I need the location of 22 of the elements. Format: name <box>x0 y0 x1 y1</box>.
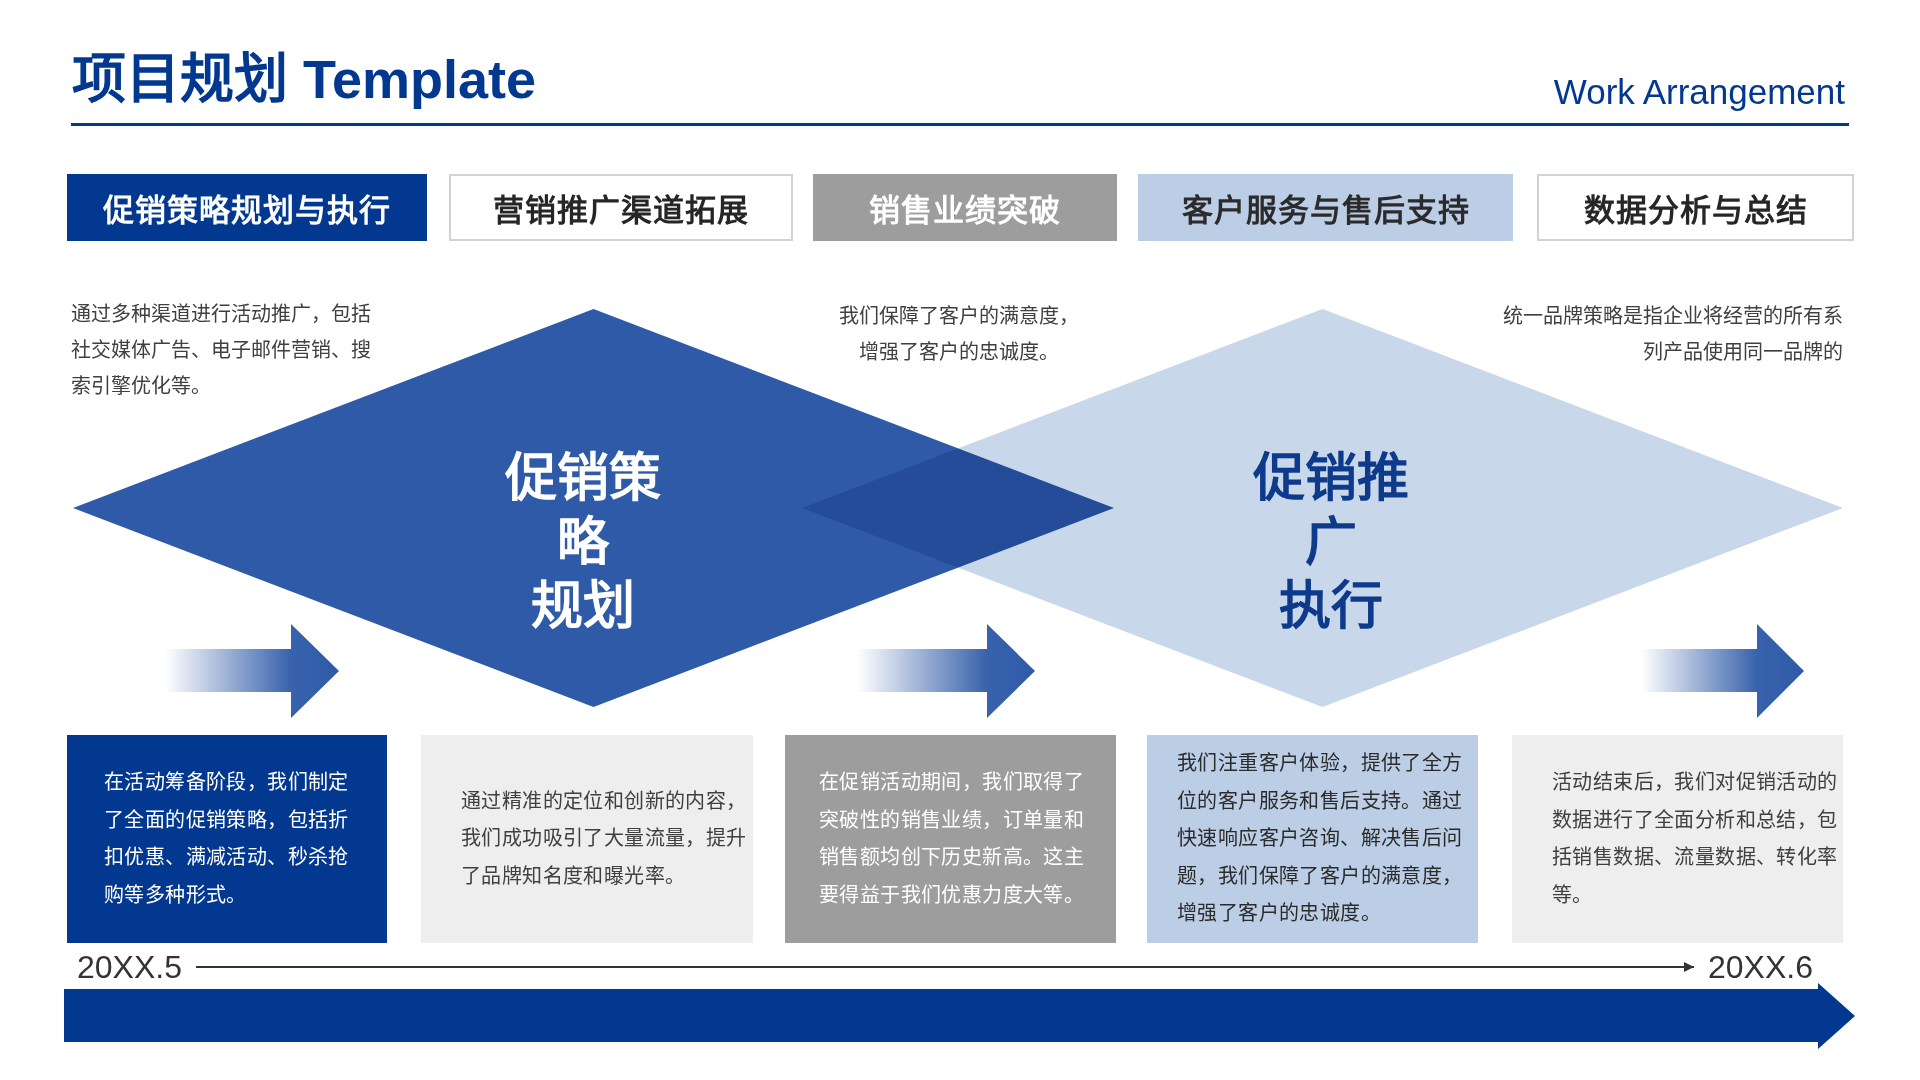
description-card: 我们注重客户体验，提供了全方位的客户服务和售后支持。通过快速响应客户咨询、解决售后问题，我们保障了客户的满意度，增强了客户的忠诚度。 <box>1147 735 1478 943</box>
stage-tab: 销售业绩突破 <box>813 174 1117 241</box>
page-title: 项目规划 Template <box>72 48 537 111</box>
description-card: 在促销活动期间，我们取得了突破性的销售业绩，订单量和销售额均创下历史新高。这主要得益于我们优惠力度大等。 <box>785 735 1116 943</box>
stage-tab: 客户服务与售后支持 <box>1138 174 1513 241</box>
subtitle: Work Arrangement <box>1553 71 1845 113</box>
note-text: 通过多种渠道进行活动推广，包括社交媒体广告、电子邮件营销、搜索引擎优化等。 <box>71 302 372 399</box>
timeline-line <box>194 962 1695 972</box>
stage-tab: 数据分析与总结 <box>1537 174 1854 241</box>
description-card: 在活动筹备阶段，我们制定了全面的促销策略，包括折扣优惠、满减活动、秒杀抢购等多种形式。 <box>67 735 387 943</box>
date-label: 20XX.5 <box>77 949 182 985</box>
diamond-label: 执行 <box>1278 576 1384 637</box>
stage-tab: 促销策略规划与执行 <box>67 174 427 241</box>
diamond-label: 促销策略 <box>504 448 662 573</box>
note-text: 统一品牌策略是指企业将经营的所有系列产品使用同一品牌的 <box>1502 304 1843 365</box>
description-card: 活动结束后，我们对促销活动的数据进行了全面分析和总结，包括销售数据、流量数据、转化率等。 <box>1512 735 1843 943</box>
diamond-label: 规划 <box>530 576 636 637</box>
stage-tab: 营销推广渠道拓展 <box>449 174 793 241</box>
description-card: 通过精准的定位和创新的内容，我们成功吸引了大量流量，提升了品牌知名度和曝光率。 <box>421 735 753 943</box>
diamond-label: 促销推广 <box>1252 448 1410 573</box>
note-text: 我们保障了客户的满意度，增强了客户的忠诚度。 <box>838 304 1080 365</box>
date-label: 20XX.6 <box>1708 949 1813 985</box>
